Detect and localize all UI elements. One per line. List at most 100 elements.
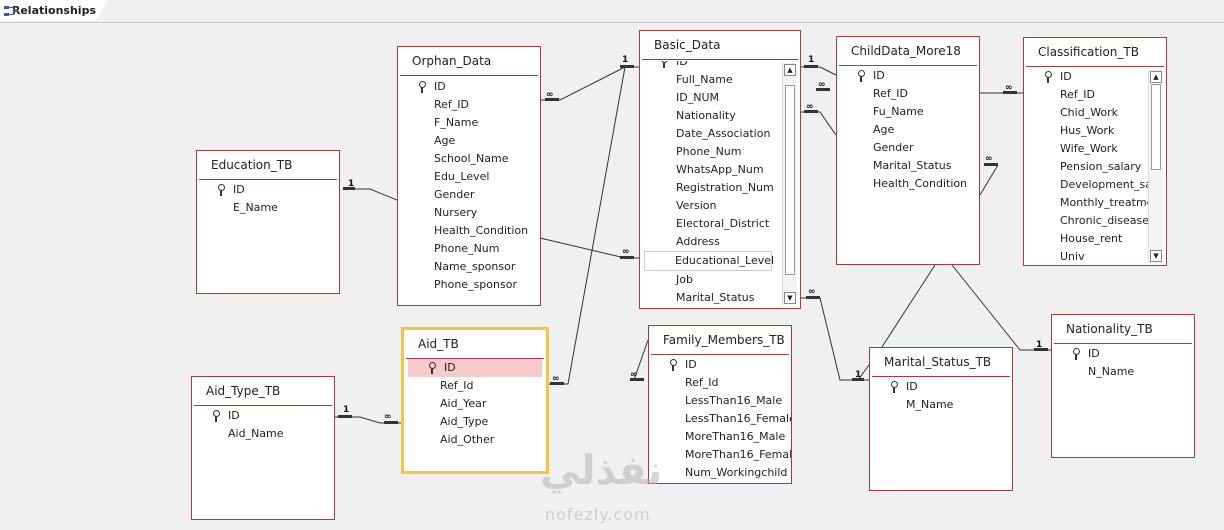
field-row[interactable]: Gender xyxy=(434,188,475,201)
table-basic-data[interactable]: Basic_Data ID Full_Name ID_NUM Nationali… xyxy=(639,30,801,309)
scroll-down-icon[interactable]: ▼ xyxy=(1150,250,1162,262)
field-row[interactable]: Health_Condition xyxy=(434,224,529,237)
field-row[interactable]: Electoral_District xyxy=(676,217,770,230)
field-row[interactable]: ID xyxy=(1052,345,1194,363)
table-title[interactable]: Basic_Data xyxy=(642,31,798,60)
field-row[interactable]: Age xyxy=(873,123,895,136)
field-row[interactable]: Fu_Name xyxy=(873,105,924,118)
field-row[interactable]: Full_Name xyxy=(676,73,733,86)
table-title[interactable]: ChildData_More18 xyxy=(839,37,977,66)
field-row[interactable]: Hus_Work xyxy=(1060,124,1115,137)
scroll-up-icon[interactable]: ▲ xyxy=(1150,71,1162,83)
vertical-scrollbar[interactable]: ▲ ▼ xyxy=(782,63,797,305)
table-title[interactable]: Family_Members_TB xyxy=(651,326,789,355)
field-row[interactable]: WhatsApp_Num xyxy=(676,163,764,176)
field-row[interactable]: Marital_Status xyxy=(873,159,952,172)
rel-one-label: 1 xyxy=(855,370,862,380)
field-row[interactable]: Monthly_treatme xyxy=(1060,196,1150,209)
field-row[interactable]: Development_sal xyxy=(1060,178,1150,191)
scroll-down-icon[interactable]: ▼ xyxy=(784,292,796,304)
field-row[interactable]: ID xyxy=(197,181,339,199)
field-row[interactable]: Nursery xyxy=(434,206,478,219)
field-row[interactable]: Num_Workingchild xyxy=(685,466,788,479)
field-row[interactable]: MoreThan16_Female xyxy=(685,448,791,461)
field-row[interactable]: ID_NUM xyxy=(676,91,719,104)
table-childdata-more18[interactable]: ChildData_More18 ID Ref_ID Fu_Name Age G… xyxy=(836,36,980,265)
field-row[interactable]: Ref_ID xyxy=(1060,88,1096,101)
field-row[interactable]: Age xyxy=(434,134,456,147)
scroll-up-icon[interactable]: ▲ xyxy=(784,64,796,76)
field-row[interactable]: Ref_ID xyxy=(434,98,470,111)
table-title[interactable]: Aid_Type_TB xyxy=(194,377,332,406)
field-row[interactable]: Phone_Num xyxy=(676,145,742,158)
table-title[interactable]: Aid_TB xyxy=(406,330,544,359)
field-row[interactable]: Version xyxy=(676,199,717,212)
field-row[interactable]: Name_sponsor xyxy=(434,260,516,273)
tab-relationships[interactable]: Relationships xyxy=(0,0,97,21)
table-title[interactable]: Education_TB xyxy=(199,151,337,180)
field-row[interactable]: Ref_ID xyxy=(873,87,909,100)
field-row[interactable]: N_Name xyxy=(1088,365,1135,378)
field-row[interactable]: Marital_Status xyxy=(676,291,755,304)
rel-one-label: 1 xyxy=(808,55,815,65)
field-row[interactable]: ID xyxy=(837,67,979,85)
field-row[interactable]: Ref_Id xyxy=(440,379,474,392)
field-row[interactable]: Job xyxy=(676,273,693,286)
rel-many-label: ∞ xyxy=(630,370,638,380)
field-row[interactable]: ID xyxy=(640,61,784,71)
field-row[interactable]: Date_Association xyxy=(676,127,771,140)
field-row-selected[interactable]: ID xyxy=(408,359,542,377)
table-orphan-data[interactable]: Orphan_Data ID Ref_ID F_Name Age School_… xyxy=(397,46,541,306)
field-row[interactable]: Chronic_disease xyxy=(1060,214,1150,227)
field-row[interactable]: Registration_Num xyxy=(676,181,774,194)
table-nationality[interactable]: Nationality_TB ID N_Name xyxy=(1051,314,1195,458)
key-icon xyxy=(857,70,865,82)
field-row[interactable]: Aid_Name xyxy=(228,427,284,440)
table-family-members[interactable]: Family_Members_TB ID Ref_Id LessThan16_M… xyxy=(648,325,792,484)
field-row[interactable]: Gender xyxy=(873,141,914,154)
field-row[interactable]: Phone_Num xyxy=(434,242,500,255)
field-row[interactable]: House_rent xyxy=(1060,232,1123,245)
table-title[interactable]: Orphan_Data xyxy=(400,47,538,76)
field-row[interactable]: MoreThan16_Male xyxy=(685,430,786,443)
field-row[interactable]: ID xyxy=(398,78,540,96)
field-row[interactable]: E_Name xyxy=(233,201,278,214)
field-row[interactable]: F_Name xyxy=(434,116,479,129)
field-row[interactable]: Address xyxy=(676,235,720,248)
field-row[interactable]: Univ xyxy=(1060,250,1085,263)
field-row[interactable]: LessThan16_Female xyxy=(685,412,791,425)
table-title[interactable]: Marital_Status_TB xyxy=(872,348,1010,377)
field-row[interactable]: ID xyxy=(649,356,791,374)
scroll-thumb[interactable] xyxy=(1151,84,1161,170)
key-icon xyxy=(1044,71,1052,83)
field-row[interactable]: Phone_sponsor xyxy=(434,278,517,291)
field-row[interactable]: Aid_Year xyxy=(440,397,487,410)
table-education[interactable]: Education_TB ID E_Name xyxy=(196,150,340,294)
field-row[interactable]: ID xyxy=(1024,68,1150,86)
table-aid[interactable]: Aid_TB ID Ref_Id Aid_Year Aid_Type Aid_O… xyxy=(401,327,549,474)
table-aid-type[interactable]: Aid_Type_TB ID Aid_Name xyxy=(191,376,335,520)
table-title[interactable]: Nationality_TB xyxy=(1054,315,1192,344)
field-row[interactable]: Chid_Work xyxy=(1060,106,1119,119)
field-row[interactable]: ID xyxy=(870,378,1012,396)
field-row[interactable]: LessThan16_Male xyxy=(685,394,783,407)
field-row-focused[interactable]: Educational_Level xyxy=(644,251,774,271)
table-marital-status[interactable]: Marital_Status_TB ID M_Name xyxy=(869,347,1013,491)
table-classification[interactable]: Classification_TB ID Ref_ID Chid_Work Hu… xyxy=(1023,37,1167,266)
key-icon xyxy=(890,381,898,393)
field-row[interactable]: ID xyxy=(192,407,334,425)
field-row[interactable]: Aid_Type xyxy=(440,415,489,428)
field-row[interactable]: Health_Condition xyxy=(873,177,968,190)
field-row[interactable]: M_Name xyxy=(906,398,954,411)
field-row[interactable]: School_Name xyxy=(434,152,509,165)
field-row[interactable]: Aid_Other xyxy=(440,433,495,446)
scroll-thumb[interactable] xyxy=(785,85,795,275)
field-row[interactable]: Edu_Level xyxy=(434,170,490,183)
field-row[interactable]: Ref_Id xyxy=(685,376,719,389)
field-row[interactable]: Wife_Work xyxy=(1060,142,1118,155)
field-row[interactable]: Nationality xyxy=(676,109,736,122)
vertical-scrollbar[interactable]: ▲ ▼ xyxy=(1148,70,1163,263)
field-row[interactable]: Pension_salary xyxy=(1060,160,1142,173)
table-title[interactable]: Classification_TB xyxy=(1026,38,1164,67)
rel-one-label: 1 xyxy=(343,405,350,415)
